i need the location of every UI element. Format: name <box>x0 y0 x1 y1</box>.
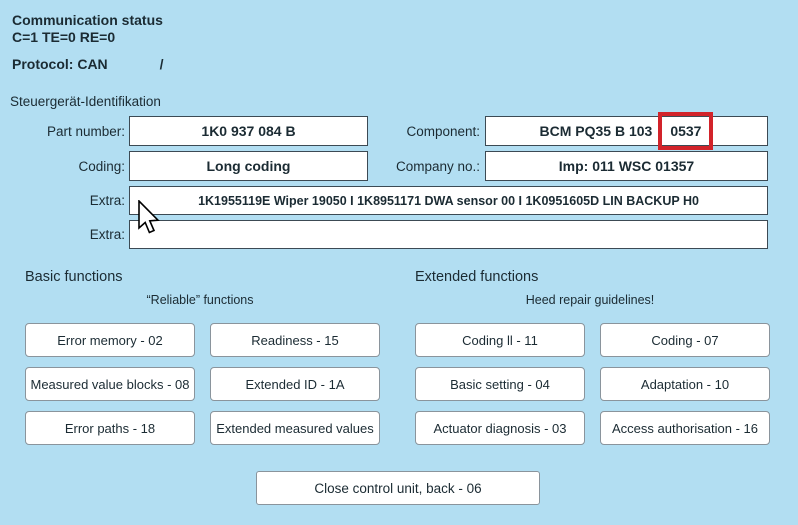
component-label: Component: <box>406 124 480 139</box>
coding-ii-button[interactable]: Coding ll - 11 <box>415 323 585 357</box>
coding-label: Coding: <box>78 159 125 174</box>
extended-measured-values-button[interactable]: Extended measured values <box>210 411 380 445</box>
extra2-label: Extra: <box>89 227 125 242</box>
protocol-label: Protocol: CAN <box>12 56 108 72</box>
identification-section-title: Steuergerät-Identifikation <box>10 94 161 109</box>
part-number-label: Part number: <box>46 124 125 139</box>
error-paths-button[interactable]: Error paths - 18 <box>25 411 195 445</box>
close-control-unit-button[interactable]: Close control unit, back - 06 <box>256 471 540 505</box>
protocol-separator: / <box>159 56 164 72</box>
extended-id-button[interactable]: Extended ID - 1A <box>210 367 380 401</box>
measured-value-blocks-button[interactable]: Measured value blocks - 08 <box>25 367 195 401</box>
company-no-field: Imp: 011 WSC 01357 <box>485 151 768 181</box>
protocol-line: Protocol: CAN / <box>12 56 164 72</box>
extra2-field <box>129 220 768 249</box>
basic-functions-subtitle: “Reliable” functions <box>146 293 254 307</box>
communication-status-title: Communication status <box>12 12 163 28</box>
extra1-field: 1K1955119E Wiper 19050 I 1K8951171 DWA s… <box>129 186 768 215</box>
adaptation-button[interactable]: Adaptation - 10 <box>600 367 770 401</box>
coding-field: Long coding <box>129 151 368 181</box>
readiness-button[interactable]: Readiness - 15 <box>210 323 380 357</box>
communication-status-values: C=1 TE=0 RE=0 <box>12 29 116 45</box>
extended-functions-subtitle: Heed repair guidelines! <box>525 293 655 307</box>
actuator-diagnosis-button[interactable]: Actuator diagnosis - 03 <box>415 411 585 445</box>
part-number-field: 1K0 937 084 B <box>129 116 368 146</box>
extra1-label: Extra: <box>89 193 125 208</box>
basic-functions-title: Basic functions <box>25 269 123 285</box>
component-value: BCM PQ35 B 103 <box>539 123 653 139</box>
basic-setting-button[interactable]: Basic setting - 04 <box>415 367 585 401</box>
component-version-highlight: 0537 <box>658 112 714 150</box>
extended-functions-title: Extended functions <box>415 269 539 285</box>
access-authorisation-button[interactable]: Access authorisation - 16 <box>600 411 770 445</box>
component-field: BCM PQ35 B 103 0537 <box>485 112 768 150</box>
coding-button[interactable]: Coding - 07 <box>600 323 770 357</box>
error-memory-button[interactable]: Error memory - 02 <box>25 323 195 357</box>
company-no-label: Company no.: <box>395 159 480 174</box>
